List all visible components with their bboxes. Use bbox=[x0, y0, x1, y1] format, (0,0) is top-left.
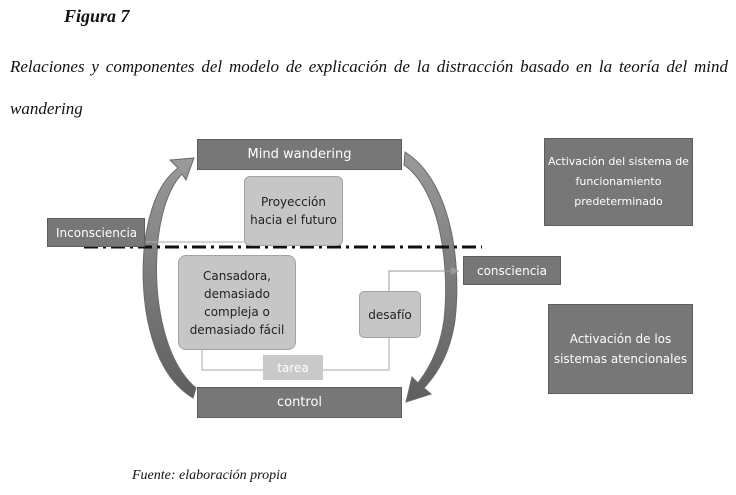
mind-wandering-box: Mind wandering bbox=[197, 139, 402, 170]
connector-desafio-consciencia bbox=[388, 267, 459, 291]
desafio-box: desafío bbox=[359, 291, 421, 338]
figure-caption: Relaciones y componentes del modelo de e… bbox=[10, 57, 728, 118]
inconsciencia-box: Inconsciencia bbox=[47, 218, 145, 247]
connector-tarea-left bbox=[201, 350, 263, 371]
activacion-sistema-box: Activación del sistema de funcionamiento… bbox=[544, 138, 693, 226]
tarea-box: tarea bbox=[263, 355, 323, 380]
cansadora-box: Cansadora, demasiado compleja o demasiad… bbox=[178, 255, 296, 350]
right-cycle-arrow bbox=[403, 151, 458, 403]
connector-tarea-right bbox=[323, 338, 390, 371]
consciencia-box: consciencia bbox=[463, 256, 561, 285]
figure-label: Figura 7 bbox=[64, 6, 130, 26]
proyeccion-box: Proyección hacia el futuro bbox=[244, 176, 343, 246]
figure-source: Fuente: elaboración propia bbox=[132, 468, 288, 483]
activacion-atencionales-box: Activación de los sistemas atencionales bbox=[548, 304, 693, 394]
control-box: control bbox=[197, 387, 402, 418]
left-cycle-arrow bbox=[142, 157, 197, 399]
